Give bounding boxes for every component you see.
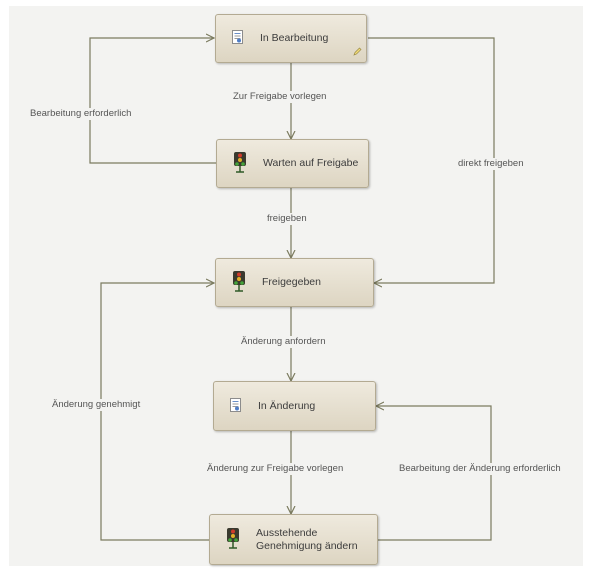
state-label: Warten auf Freigabe [263, 157, 359, 169]
state-freigegeben[interactable]: Freigegeben [215, 258, 374, 307]
state-in-aenderung[interactable]: In Änderung [213, 381, 376, 431]
state-label: Ausstehende Genehmigung ändern [256, 527, 358, 553]
traffic-light-icon [230, 270, 248, 295]
state-ausstehende-genehmigung-aendern[interactable]: Ausstehende Genehmigung ändern [209, 514, 378, 565]
document-icon [228, 397, 244, 416]
state-label-line2: Genehmigung ändern [256, 539, 358, 552]
document-icon [230, 29, 246, 48]
edge-label-aenderung-anfordern: Änderung anfordern [241, 336, 326, 348]
state-in-bearbeitung[interactable]: In Bearbeitung [215, 14, 367, 63]
edge-label-bearbeitung-erforderlich: Bearbeitung erforderlich [30, 108, 132, 120]
edge-label-bearbeitung-der-aenderung: Bearbeitung der Änderung erforderlich [399, 463, 561, 475]
edge-bearbeitung-erforderlich [89, 38, 216, 164]
edge-label-freigeben: freigeben [267, 213, 307, 225]
state-label: In Bearbeitung [260, 32, 329, 44]
edge-label-direkt-freigeben: direkt freigeben [458, 158, 524, 170]
edge-label-zur-freigabe-vorlegen: Zur Freigabe vorlegen [233, 91, 327, 103]
traffic-light-icon [231, 151, 249, 176]
edge-label-aenderung-zur-freigabe-vorlegen: Änderung zur Freigabe vorlegen [207, 463, 344, 475]
edit-pencil-icon [353, 47, 362, 59]
edge-label-aenderung-genehmigt: Änderung genehmigt [52, 399, 141, 411]
state-label-line1: Ausstehende [256, 526, 318, 539]
state-label: In Änderung [258, 399, 316, 412]
edge-aenderung-genehmigt [100, 283, 214, 541]
state-warten-auf-freigabe[interactable]: Warten auf Freigabe [216, 139, 369, 188]
traffic-light-icon [224, 527, 242, 552]
state-label: Freigegeben [262, 276, 321, 288]
